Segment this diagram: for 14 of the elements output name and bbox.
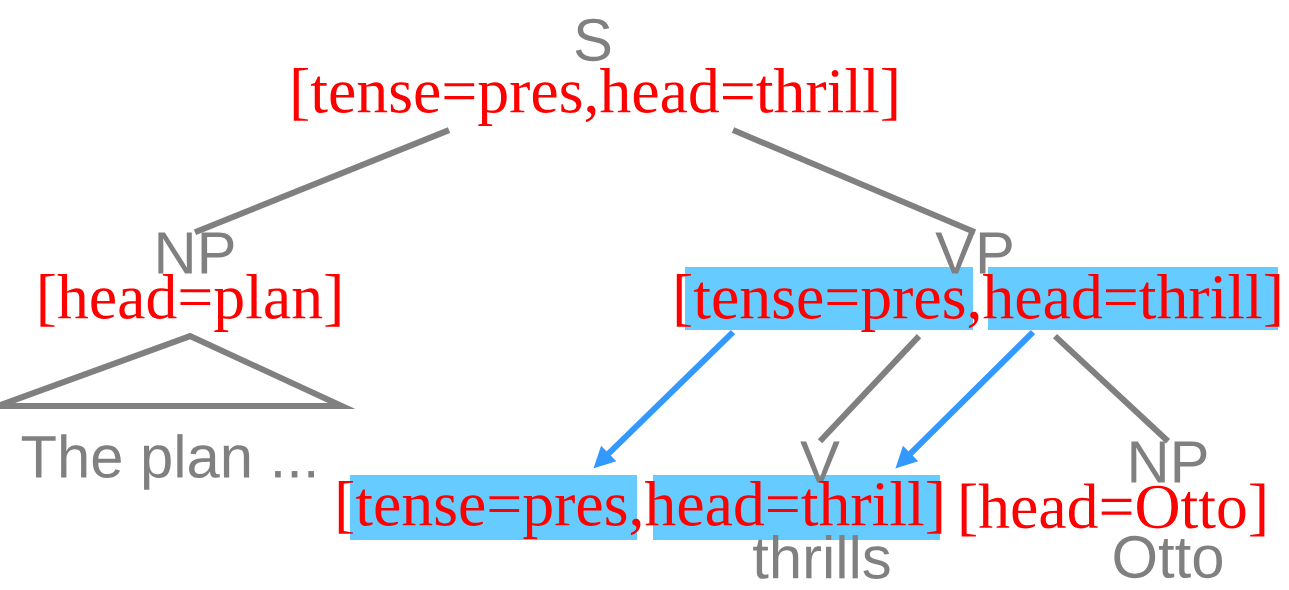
branch-line bbox=[193, 127, 451, 235]
feature-bundle: [head=plan] bbox=[40, 274, 340, 332]
category-label: S bbox=[575, 18, 611, 62]
category-label: NP bbox=[158, 232, 234, 274]
feature-bundle: [head=Otto] bbox=[961, 483, 1265, 537]
branch-line bbox=[817, 334, 922, 444]
feature-bundle: [tense=pres,head=thrill] bbox=[293, 68, 897, 126]
word-label: The plan ... bbox=[21, 434, 314, 490]
category-label: VP bbox=[935, 232, 1012, 274]
category-label: V bbox=[800, 441, 840, 483]
branch-line bbox=[1052, 333, 1171, 444]
branch-line bbox=[731, 127, 977, 235]
word-label: Otto bbox=[1114, 535, 1222, 579]
category-label: NP bbox=[1131, 441, 1207, 483]
